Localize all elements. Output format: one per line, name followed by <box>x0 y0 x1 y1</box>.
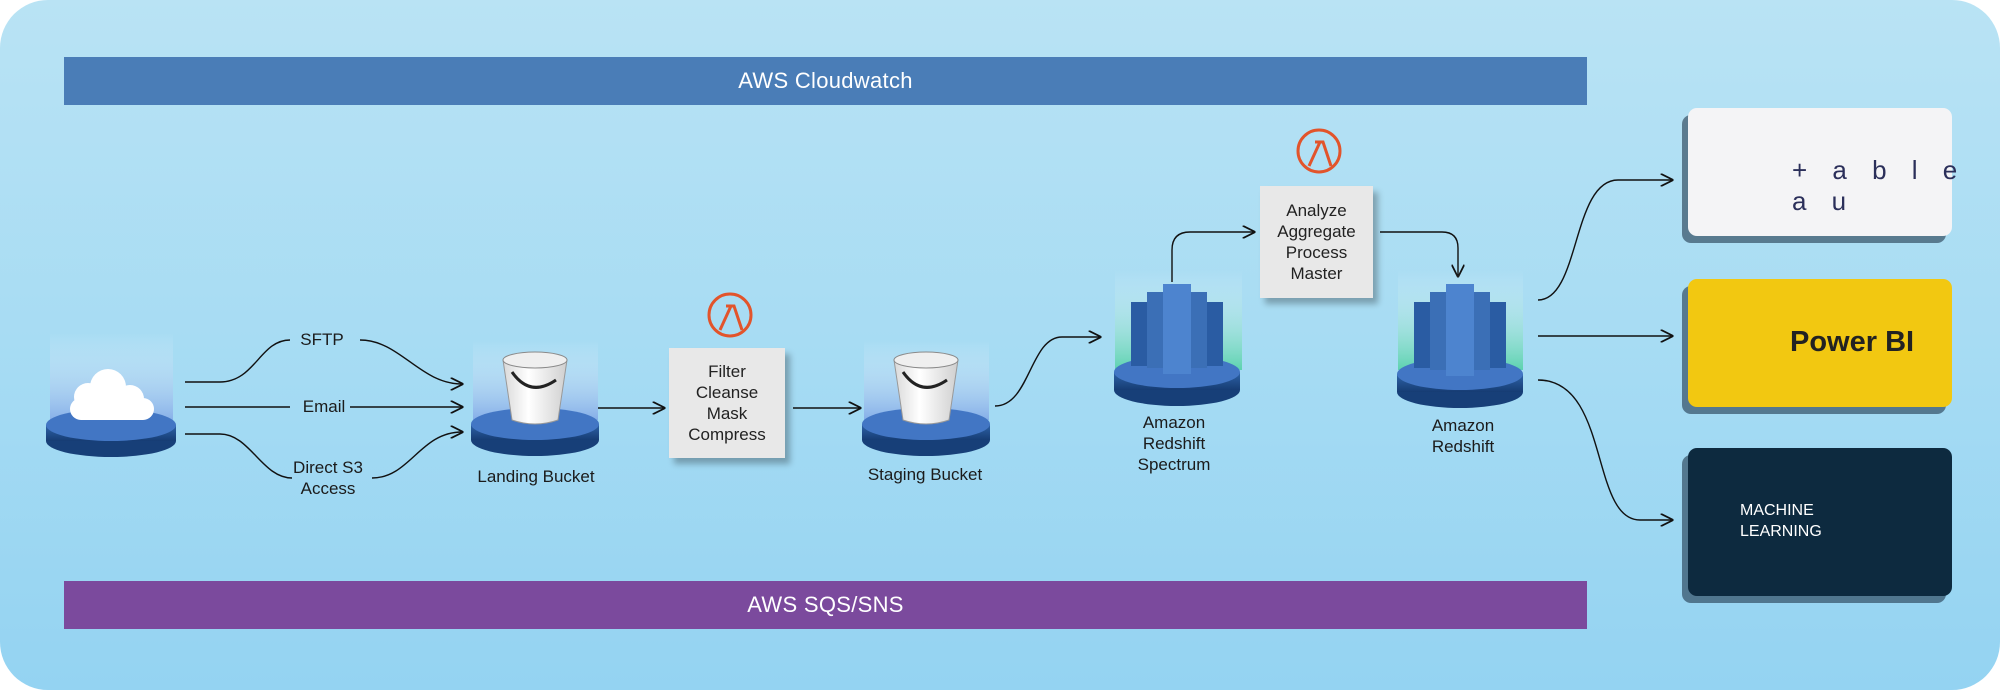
machine-learning-card <box>1688 448 1952 596</box>
lambda-icon <box>1296 128 1342 174</box>
redshift-spectrum-node <box>1114 270 1242 406</box>
sftp-label: SFTP <box>300 330 344 349</box>
bucket-icon <box>893 351 959 425</box>
staging-bucket-label: Staging Bucket <box>867 465 983 484</box>
redshift-node <box>1397 270 1523 408</box>
lambda-icon <box>707 292 753 338</box>
staging-bucket <box>862 340 990 456</box>
cloud-icon <box>70 369 154 420</box>
redshift-icon <box>1414 284 1506 376</box>
powerbi-wordmark: Power BI <box>1790 326 1915 358</box>
bucket-icon <box>502 351 568 425</box>
landing-bucket <box>471 340 599 456</box>
tableau-wordmark: + a b l e a u <box>1792 155 1967 216</box>
powerbi-card <box>1688 279 1952 407</box>
arrow-staging-spectrum <box>994 337 1100 407</box>
filter-process-box: Filter Cleanse Mask Compress <box>669 348 785 458</box>
output-connectors <box>1537 180 1672 520</box>
landing-bucket-label: Landing Bucket <box>477 467 595 486</box>
arrow-analyze-redshift <box>1380 231 1458 276</box>
machine-learning-label: MACHINE LEARNING <box>1740 502 1822 540</box>
redshift-label: Amazon Redshift <box>1431 416 1495 456</box>
redshift-icon <box>1131 284 1223 374</box>
direct-s3-label: Direct S3 Access <box>293 458 363 498</box>
sqs-sns-label: AWS SQS/SNS <box>747 592 904 617</box>
sqs-sns-band: AWS SQS/SNS <box>64 581 1587 629</box>
arrow-spectrum-analyze <box>1171 232 1254 282</box>
spectrum-label: Amazon Redshift Spectrum <box>1137 413 1211 474</box>
email-label: Email <box>302 397 346 416</box>
tableau-card <box>1688 108 1952 236</box>
source-cloud <box>46 332 176 457</box>
analyze-process-box: Analyze Aggregate Process Master <box>1260 186 1373 298</box>
cloudwatch-band: AWS Cloudwatch <box>64 57 1587 105</box>
cloudwatch-label: AWS Cloudwatch <box>738 68 913 93</box>
input-connectors <box>185 339 462 479</box>
